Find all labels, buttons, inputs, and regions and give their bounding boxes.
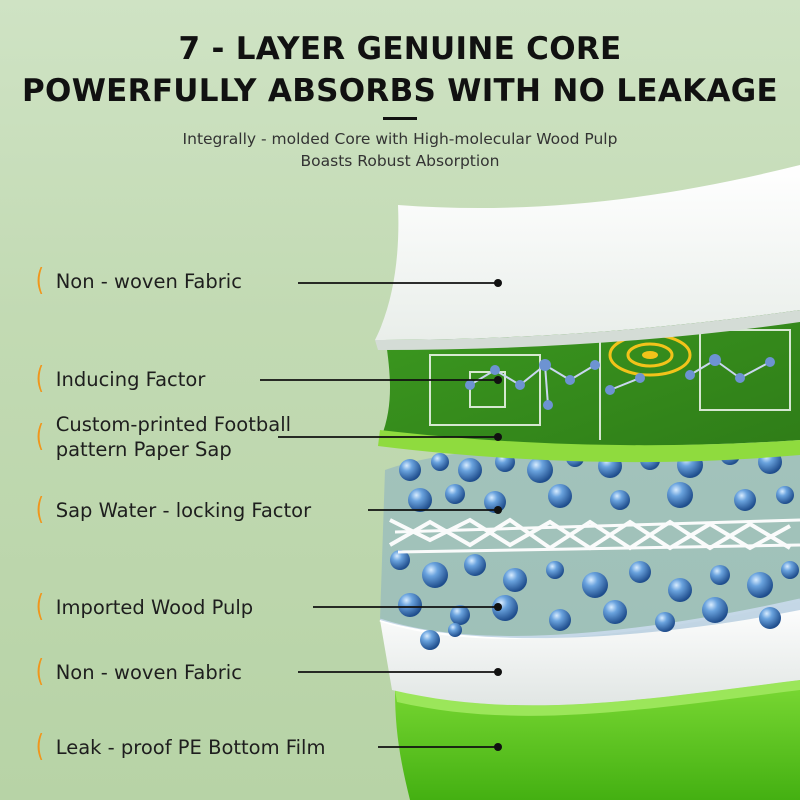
- subtitle: Integrally - molded Core with High-molec…: [0, 128, 800, 172]
- layer-label-text: Sap Water - locking Factor: [55, 498, 312, 522]
- subtitle-line-1: Integrally - molded Core with High-molec…: [182, 130, 618, 148]
- bracket-icon: (: [35, 263, 44, 298]
- layer-label-text: Leak - proof PE Bottom Film: [55, 735, 326, 759]
- layer-label-text: Imported Wood Pulp: [55, 595, 254, 619]
- headline: 7 - LAYER GENUINE CORE POWERFULLY ABSORB…: [0, 28, 800, 112]
- top-nonwoven-shape: [375, 165, 800, 350]
- leader-dot-icon: [494, 279, 502, 751]
- bracket-icon: (: [35, 729, 44, 764]
- bracket-icon: (: [35, 589, 44, 624]
- bracket-icon: (: [35, 419, 44, 454]
- layer-label-text: Inducing Factor: [55, 367, 206, 391]
- headline-line-2: POWERFULLY ABSORBS WITH NO LEAKAGE: [22, 73, 778, 109]
- bracket-icon: (: [35, 361, 44, 396]
- layer-label-3: ( Custom-printed Football pattern Paper …: [34, 412, 291, 462]
- layer-label-7: ( Leak - proof PE Bottom Film: [34, 729, 326, 764]
- layer-label-text: Custom-printed Football pattern Paper Sa…: [55, 413, 292, 461]
- layer-label-2: ( Inducing Factor: [34, 361, 206, 396]
- layer-label-6: ( Non - woven Fabric: [34, 657, 242, 687]
- layer-label-5: ( Imported Wood Pulp: [34, 592, 253, 622]
- layer-label-4: ( Sap Water - locking Factor: [34, 495, 311, 525]
- pe-bottom-film-shape: [395, 680, 800, 800]
- leader-lines: [260, 282, 498, 748]
- headline-line-1: 7 - LAYER GENUINE CORE: [178, 31, 622, 67]
- layer-label-text: Non - woven Fabric: [55, 269, 242, 293]
- subtitle-line-2: Boasts Robust Absorption: [300, 152, 500, 170]
- sap-bead-cloud: [380, 430, 800, 650]
- layer-label-1: ( Non - woven Fabric: [34, 266, 242, 296]
- bracket-icon: (: [35, 654, 44, 689]
- layer-label-text: Non - woven Fabric: [55, 660, 242, 684]
- title-divider: [383, 117, 417, 120]
- lower-nonwoven-shape: [379, 598, 800, 706]
- bracket-icon: (: [35, 492, 44, 527]
